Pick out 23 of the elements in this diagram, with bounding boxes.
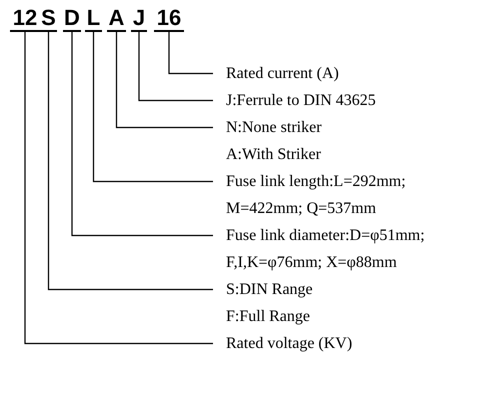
- description-text: S:DIN Range: [226, 280, 314, 300]
- designation-code: A: [107, 6, 126, 32]
- leader-line: [24, 32, 213, 344]
- designation-code: J: [131, 6, 147, 32]
- leader-line: [168, 32, 213, 74]
- description-text: Fuse link diameter:D=φ51mm; F,I,K=φ76mm; X=φ88mm: [213, 222, 463, 276]
- description-text: Rated voltage (KV): [213, 330, 488, 357]
- leader-line: [116, 32, 213, 128]
- leader-line: [71, 32, 213, 236]
- leader-line: [92, 32, 213, 182]
- description-text: Fuse link length:L=292mm; M=422mm; Q=537mm: [213, 168, 463, 222]
- designation-code: 16: [154, 6, 184, 32]
- leader-line: [48, 32, 213, 290]
- designation-code: L: [85, 6, 102, 32]
- designation-code: D: [63, 6, 81, 32]
- description-text: Rated current (A): [213, 60, 488, 87]
- leader-line: [138, 32, 213, 102]
- description-text: F:Full Range: [226, 307, 312, 327]
- description-text: J:Ferrule to DIN 43625: [213, 87, 488, 114]
- designation-code: 12: [10, 6, 40, 32]
- designation-code: S: [40, 6, 57, 32]
- description-text: A:With Striker: [226, 145, 322, 165]
- description-text: N:None striker: [226, 118, 323, 138]
